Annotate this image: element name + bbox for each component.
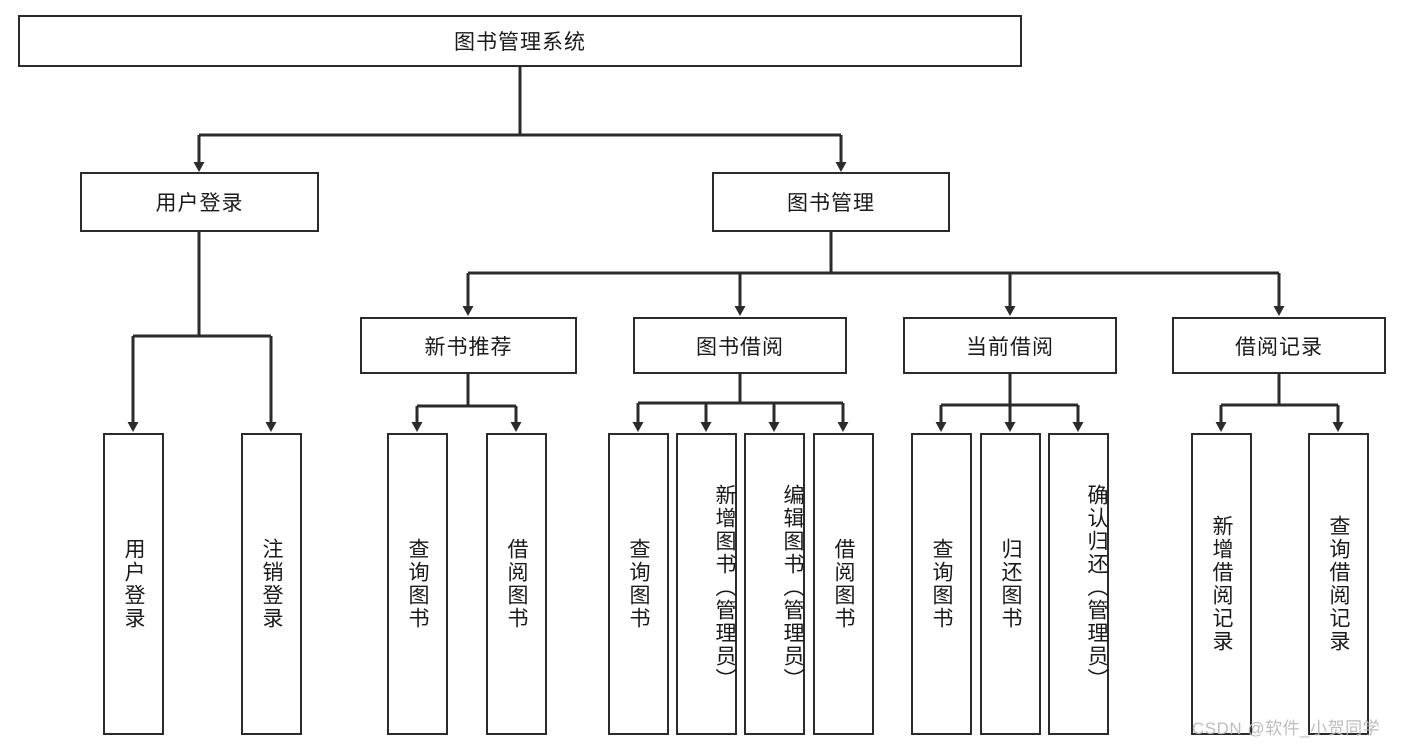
leaf-query-borrow-record[interactable]: 查询借阅记录 xyxy=(1308,433,1369,735)
leaf-return-book[interactable]: 归还图书 xyxy=(980,433,1041,735)
leaf-query-book-current[interactable]: 查询图书 xyxy=(911,433,972,735)
leaf-edit-book-admin[interactable]: 编辑图书（管理员） xyxy=(744,433,805,735)
leaf-query-book-new[interactable]: 查询图书 xyxy=(387,433,448,735)
leaf-logout-login[interactable]: 注销登录 xyxy=(241,433,302,735)
node-borrow-record[interactable]: 借阅记录 xyxy=(1172,317,1386,374)
leaf-borrow-book-new[interactable]: 借阅图书 xyxy=(486,433,547,735)
leaf-user-login[interactable]: 用户登录 xyxy=(103,433,164,735)
leaf-add-book-admin[interactable]: 新增图书（管理员） xyxy=(676,433,737,735)
leaf-borrow-book[interactable]: 借阅图书 xyxy=(813,433,874,735)
leaf-add-borrow-record[interactable]: 新增借阅记录 xyxy=(1191,433,1252,735)
leaf-query-book-borrow[interactable]: 查询图书 xyxy=(608,433,669,735)
node-current-borrow[interactable]: 当前借阅 xyxy=(903,317,1117,374)
csdn-watermark: CSDN @软件_小贺同学 xyxy=(1192,719,1381,738)
node-book-borrow[interactable]: 图书借阅 xyxy=(633,317,847,374)
node-root-library-management-system[interactable]: 图书管理系统 xyxy=(18,15,1022,67)
leaf-confirm-return-admin[interactable]: 确认归还（管理员） xyxy=(1048,433,1109,735)
node-user-login[interactable]: 用户登录 xyxy=(80,172,319,232)
node-book-management[interactable]: 图书管理 xyxy=(712,172,950,232)
node-new-book-recommend[interactable]: 新书推荐 xyxy=(360,317,577,374)
